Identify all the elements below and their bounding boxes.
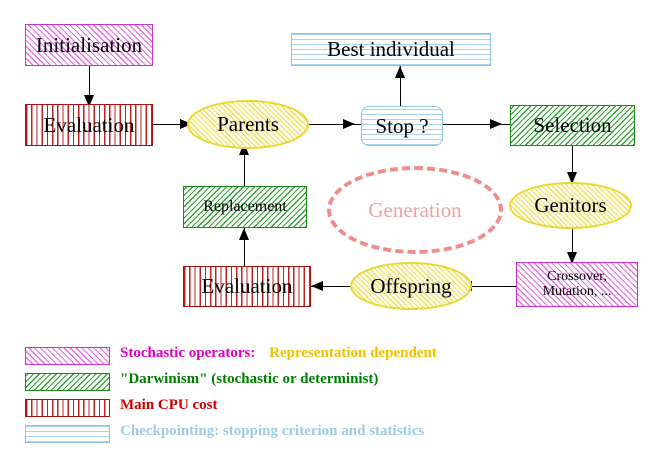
arrowhead-down-evaluation-top <box>84 95 94 107</box>
node-evaluation-top-label: Evaluation <box>43 112 135 137</box>
node-generation: Generation <box>327 166 503 254</box>
arrowhead-down-genitors <box>567 172 577 184</box>
legend-text-stochastic: Stochastic operators: Representation dep… <box>120 345 437 362</box>
edge-parents-to-stop <box>309 124 366 126</box>
node-variation[interactable]: Crossover, Mutation, ... <box>516 262 638 307</box>
node-generation-label: Generation <box>368 197 462 222</box>
arrowhead-up-best-individual <box>395 66 405 78</box>
legend-swatch-stochastic <box>25 347 110 365</box>
node-replacement-label: Replacement <box>203 197 287 215</box>
legend-swatch-checkpointing <box>25 425 110 443</box>
node-initialisation-label: Initialisation <box>35 32 143 57</box>
node-offspring-label: Offspring <box>370 273 452 298</box>
arrowhead-down-variation <box>567 252 577 264</box>
node-evaluation-bot-label: Evaluation <box>201 274 293 299</box>
legend-text-stochastic-secondary: Representation dependent <box>269 345 437 361</box>
arrowhead-right-stop <box>343 119 355 129</box>
node-variation-label-line2: Mutation, ... <box>542 283 612 299</box>
node-best-individual-label: Best individual <box>327 37 455 62</box>
node-parents[interactable]: Parents <box>187 100 309 149</box>
arrowhead-right-parents <box>180 119 192 129</box>
edge-evaluation-to-replacement <box>244 228 246 268</box>
legend-text-cpu-cost: Main CPU cost <box>120 397 218 413</box>
legend-swatch-darwinism <box>25 373 110 391</box>
edge-stop-to-selection <box>443 124 513 126</box>
node-selection[interactable]: Selection <box>510 105 635 146</box>
node-stop-label: Stop ? <box>375 113 429 138</box>
edge-variation-to-offspring <box>460 286 522 288</box>
node-initialisation[interactable]: Initialisation <box>25 24 153 66</box>
edge-replacement-to-parents <box>244 143 246 186</box>
node-best-individual[interactable]: Best individual <box>291 33 491 66</box>
arrowhead-up-replacement <box>239 228 249 240</box>
arrowhead-left-evaluation-bot <box>311 281 323 291</box>
node-replacement[interactable]: Replacement <box>183 186 307 228</box>
node-selection-label: Selection <box>533 113 612 138</box>
arrowhead-up-parents <box>239 143 249 155</box>
arrowhead-right-selection <box>490 119 502 129</box>
node-evaluation-top[interactable]: Evaluation <box>25 104 153 146</box>
node-variation-label-line1: Crossover, <box>547 268 607 284</box>
node-stop[interactable]: Stop ? <box>361 106 443 146</box>
edge-initialisation-to-evaluation <box>89 66 91 104</box>
node-genitors[interactable]: Genitors <box>509 182 632 229</box>
node-offspring[interactable]: Offspring <box>350 262 472 310</box>
node-parents-label: Parents <box>217 112 279 137</box>
node-genitors-label: Genitors <box>534 193 607 218</box>
legend-text-darwinism: "Darwinism" (stochastic or determinist) <box>120 371 379 387</box>
legend-text-checkpointing: Checkpointing: stopping criterion and st… <box>120 423 425 439</box>
node-evaluation-bot[interactable]: Evaluation <box>183 266 311 307</box>
edge-selection-to-genitors <box>572 146 574 183</box>
edge-offspring-to-evaluation <box>311 286 363 288</box>
edge-genitors-to-variation <box>572 228 574 263</box>
legend-swatch-cpu-cost <box>25 399 110 417</box>
edge-evaluation-to-parents <box>153 124 203 126</box>
legend-text-stochastic-primary: Stochastic operators: <box>120 345 256 361</box>
edge-stop-to-best-individual <box>400 66 402 106</box>
